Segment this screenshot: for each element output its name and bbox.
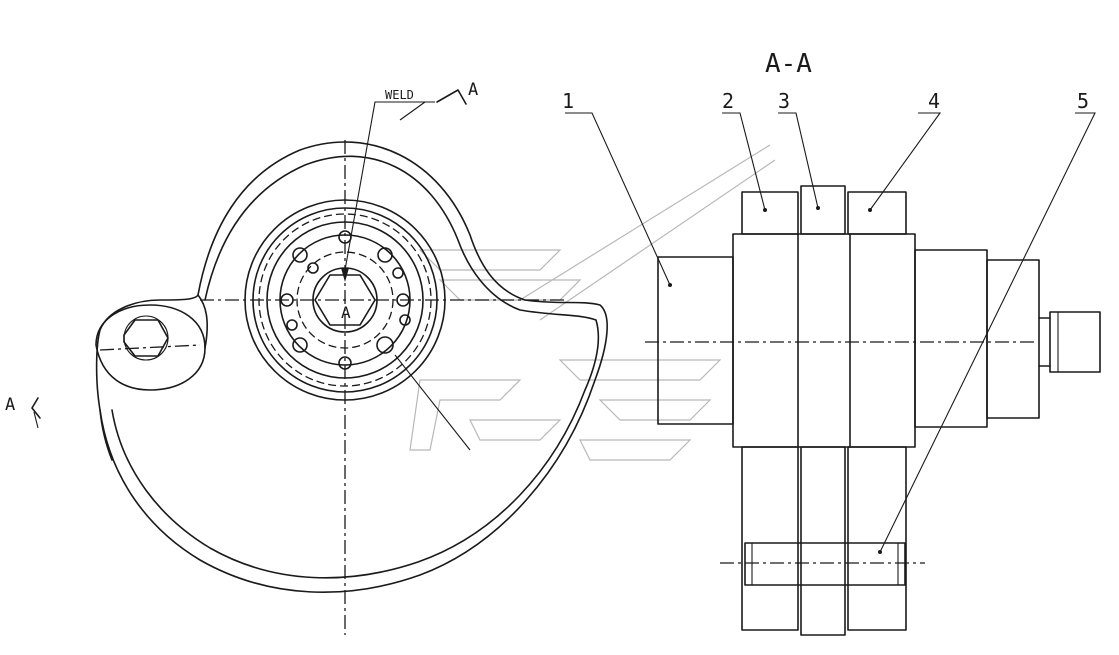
section-title: A-A: [765, 49, 812, 79]
weld-note: WELD: [385, 88, 414, 102]
section-aa-view: [565, 112, 1101, 636]
part-5-pin: [744, 542, 906, 586]
hex-bolt-head: [123, 319, 169, 357]
arm-outline: [95, 141, 608, 594]
part-4-plate-top: [847, 191, 907, 235]
part-2-plate-top: [741, 191, 799, 235]
section-mark-left: A: [5, 395, 15, 415]
shaft-end: [1049, 311, 1101, 373]
part-4-plate-bottom: [847, 446, 907, 631]
callout-5: 5: [1077, 89, 1089, 113]
crank-arm-view: [31, 89, 608, 635]
section-mark-top: A: [468, 80, 478, 100]
part-3-plate-bottom: [800, 446, 846, 636]
hex-shaft: [314, 274, 376, 326]
callout-1: 1: [562, 89, 574, 113]
part-2-plate-bottom: [741, 446, 799, 631]
bolt-holes: [280, 230, 411, 370]
callout-2: 2: [722, 89, 734, 113]
callout-3: 3: [778, 89, 790, 113]
part-3-plate-top: [800, 185, 846, 235]
callout-4: 4: [928, 89, 940, 113]
watermark-logo: [409, 144, 776, 461]
hub-center-mark: A: [341, 303, 351, 322]
